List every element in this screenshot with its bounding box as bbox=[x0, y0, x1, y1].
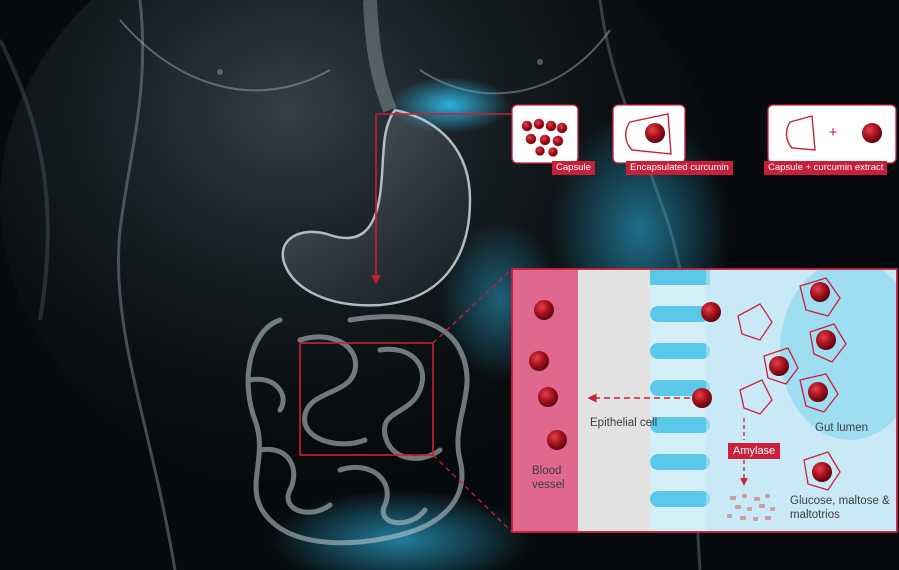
blood-vessel-text: Blood vessel bbox=[532, 464, 582, 492]
capsule-label: Capsule bbox=[552, 161, 595, 175]
plus-sign: + bbox=[829, 124, 838, 141]
gut-lumen-text: Gut lumen bbox=[815, 421, 868, 435]
glucose-text: Glucose, maltose & maltotrios bbox=[790, 494, 890, 522]
amylase-label: Amylase bbox=[728, 443, 780, 459]
capsule-plus-extract-label: Capsule + curcumin extract bbox=[764, 161, 887, 175]
epithelial-cell-text: Epithelial cell bbox=[590, 416, 657, 430]
encapsulated-curcumin-label: Encapsulated curcumin bbox=[626, 161, 733, 175]
capsule-icon bbox=[512, 105, 578, 163]
encapsulated-curcumin-icon bbox=[613, 105, 685, 163]
